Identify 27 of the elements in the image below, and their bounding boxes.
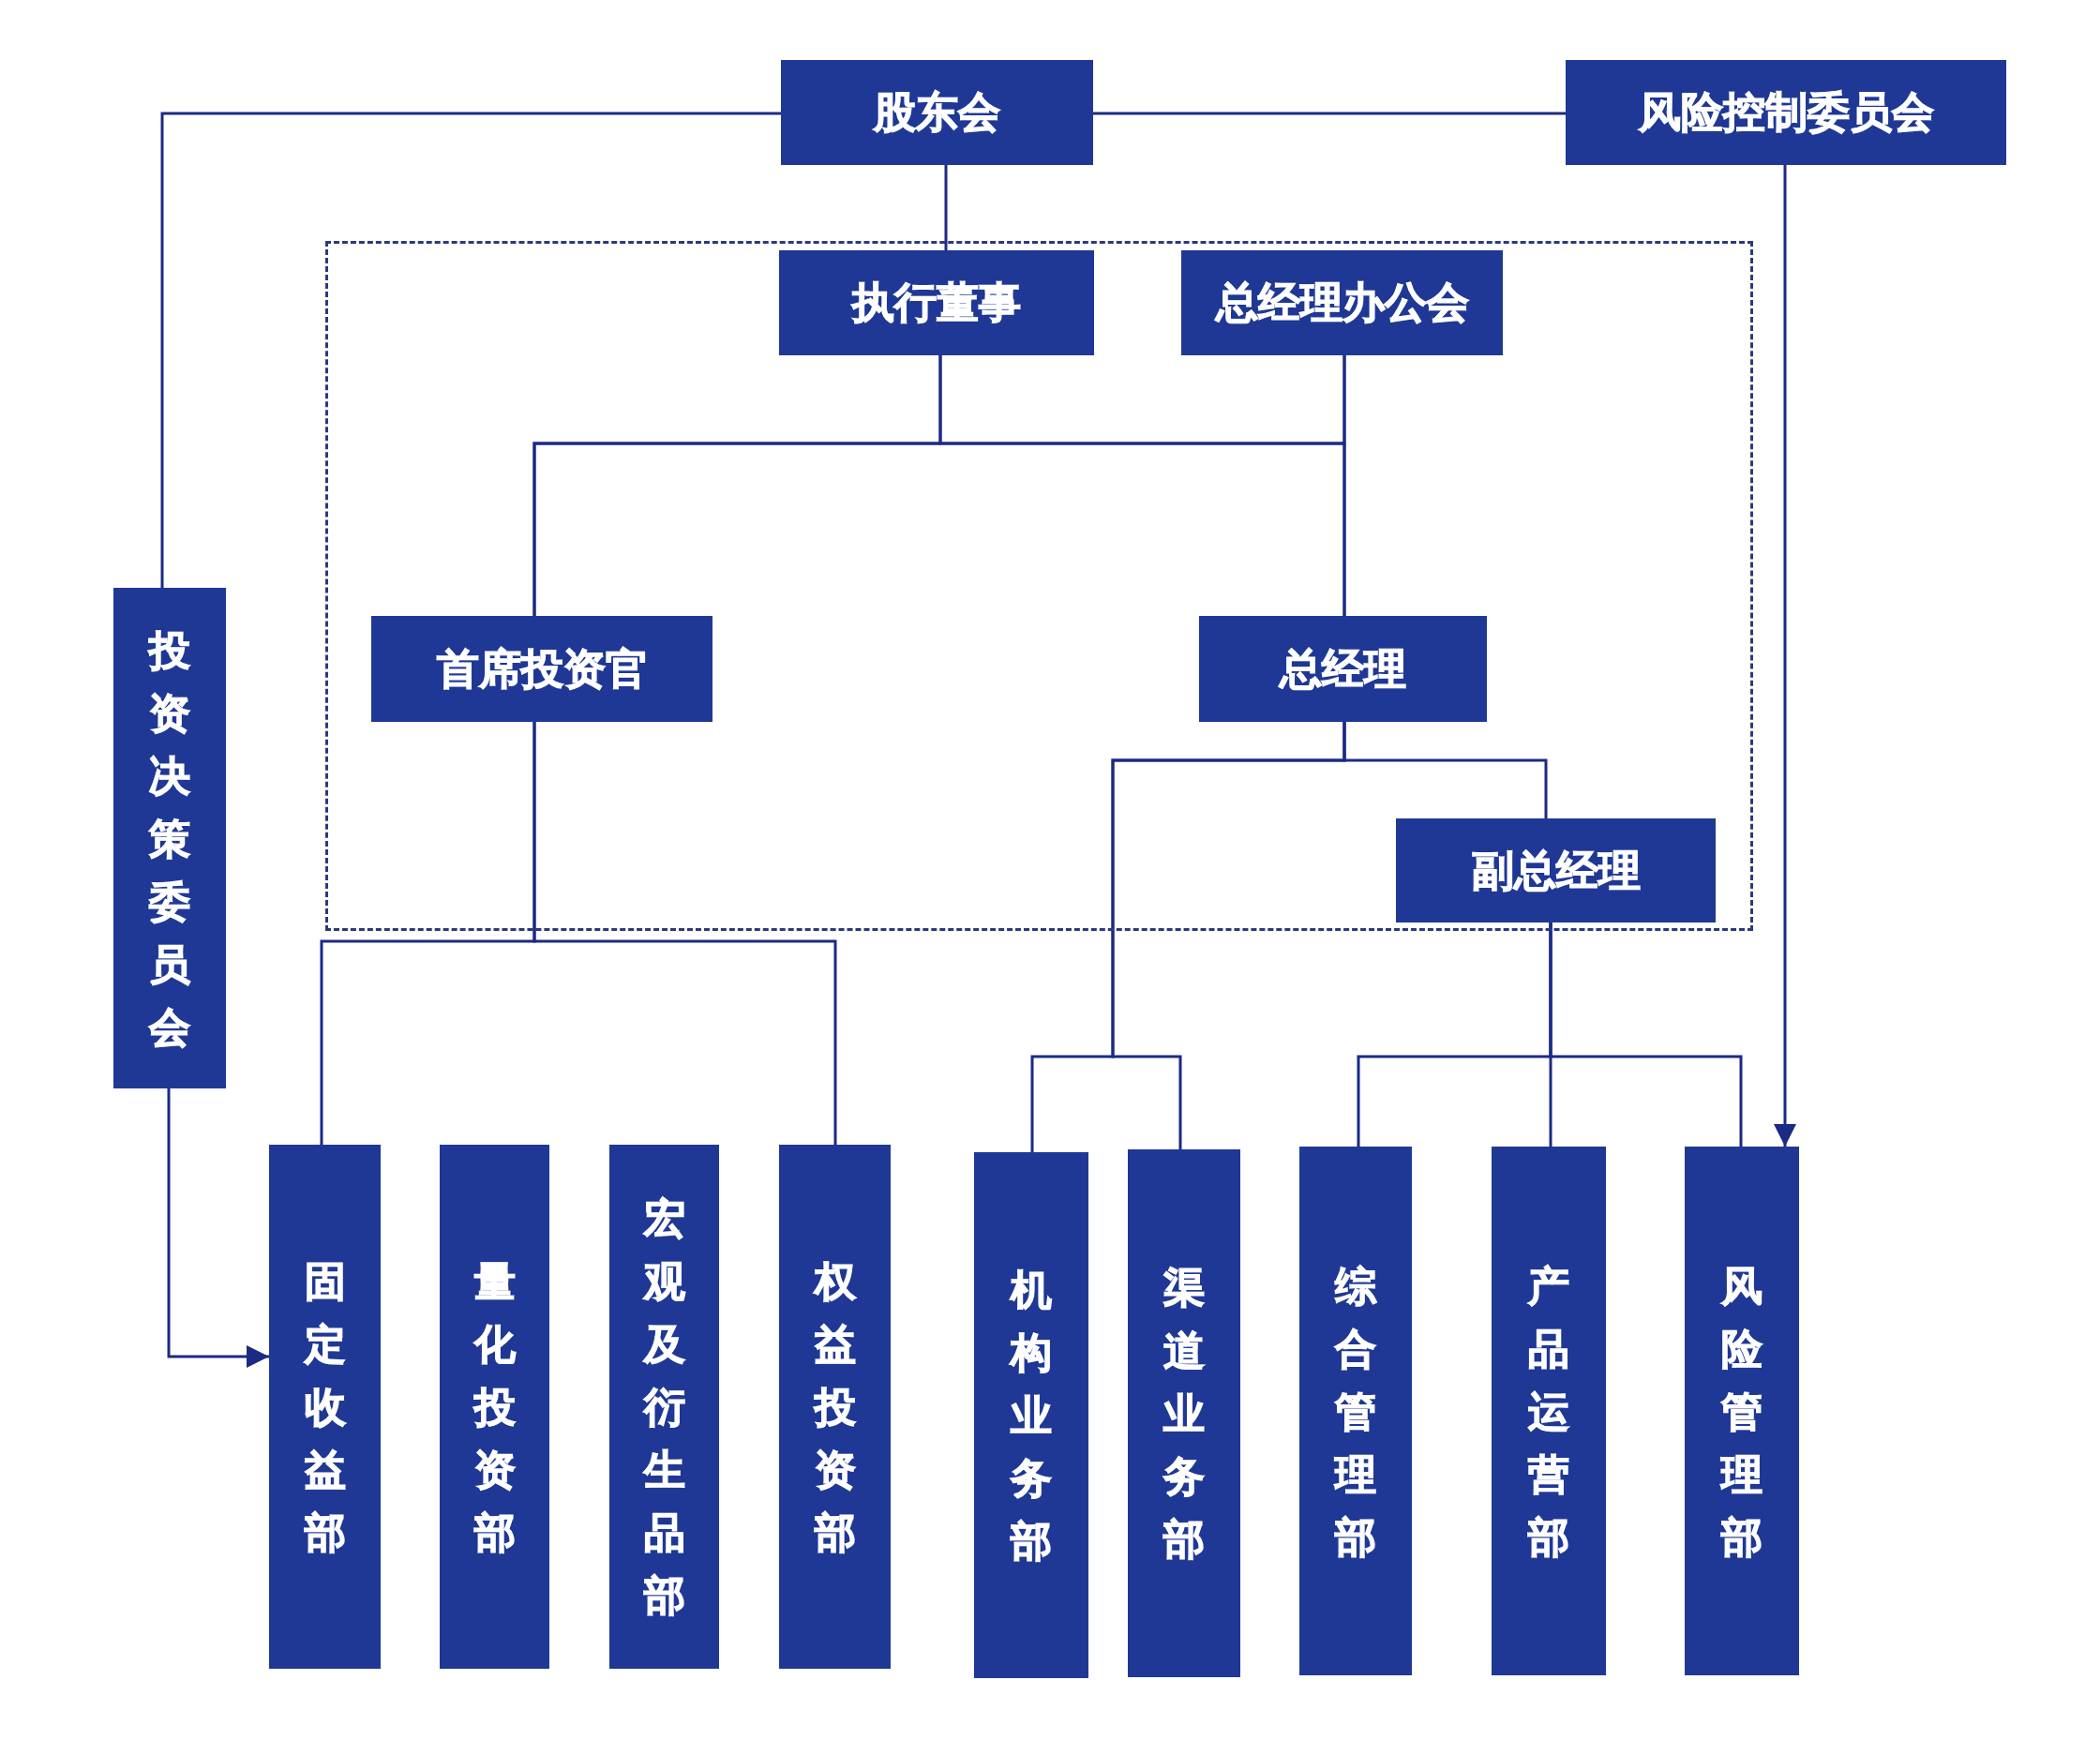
org-box: 风险控制委员会: [1566, 60, 2006, 165]
connector-line: [160, 112, 781, 588]
connector-line: [1549, 922, 1743, 1147]
org-box: 固定收益部: [269, 1145, 381, 1669]
dashed-group-frame: [325, 241, 1753, 931]
org-box: 宏观及衍生品部: [609, 1145, 719, 1669]
org-box: 产品运营部: [1492, 1147, 1606, 1675]
connector-line: [1111, 722, 1346, 1149]
org-box: 总经理办公会: [1181, 250, 1503, 355]
arrow: [1774, 165, 1796, 1147]
org-box: 综合管理部: [1299, 1147, 1412, 1675]
connector-line: [1342, 355, 1346, 616]
org-box: 副总经理: [1396, 818, 1716, 922]
org-box: 首席投资官: [371, 616, 712, 722]
org-box: 机构业务部: [974, 1152, 1088, 1678]
org-box: 权益投资部: [779, 1145, 891, 1669]
org-box: 投资决策委员会: [113, 588, 226, 1088]
org-box: 量化投资部: [440, 1145, 549, 1669]
connector-line: [532, 722, 837, 1145]
org-box: 执行董事: [779, 250, 1094, 355]
arrow: [167, 1088, 269, 1368]
connector-line: [1093, 112, 1566, 115]
org-box: 渠道业务部: [1128, 1149, 1240, 1677]
org-box: 股东会: [781, 60, 1093, 165]
connector-line: [944, 165, 948, 250]
org-box: 风险管理部: [1685, 1147, 1799, 1675]
org-box: 总经理: [1199, 616, 1487, 722]
